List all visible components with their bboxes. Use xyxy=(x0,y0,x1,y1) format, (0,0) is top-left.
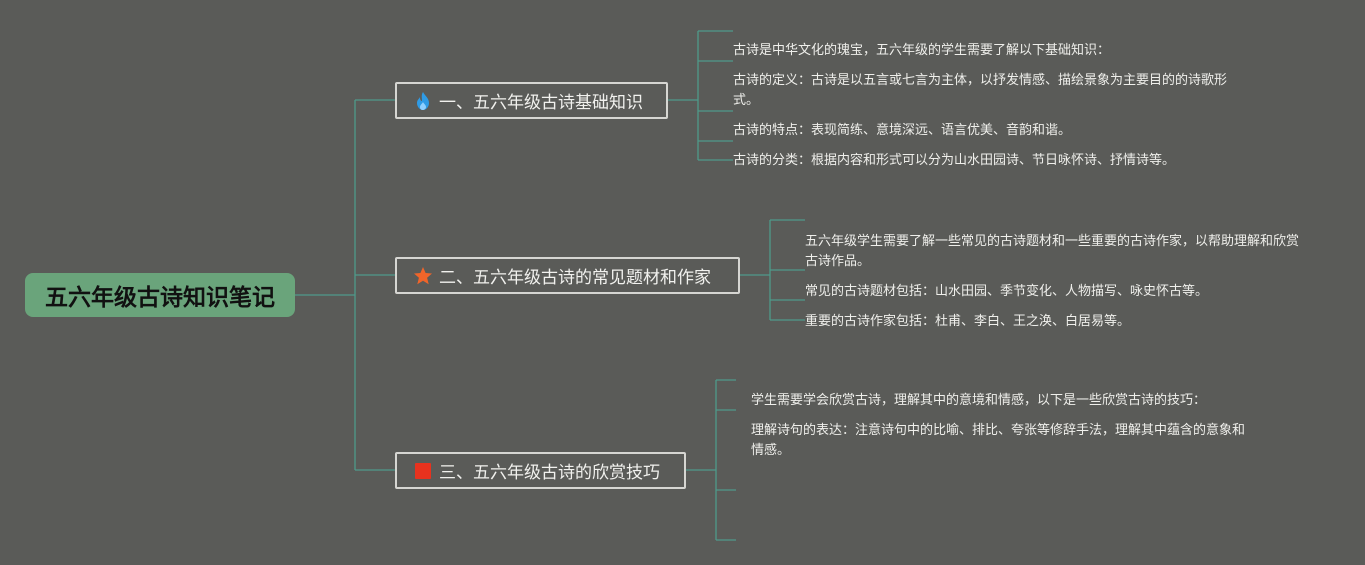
leaf-item[interactable]: 理解诗句的表达：注意诗句中的比喻、排比、夸张等修辞手法，理解其中蕴含的意象和情感… xyxy=(751,423,1246,458)
leaf-item[interactable]: 古诗的定义：古诗是以五言或七言为主体，以抒发情感、描绘景象为主要目的的诗歌形式。 xyxy=(733,73,1228,108)
leaf-item[interactable]: 五六年级学生需要了解一些常见的古诗题材和一些重要的古诗作家，以帮助理解和欣赏古诗… xyxy=(805,234,1300,269)
branch-title: 一、五六年级古诗基础知识 xyxy=(439,93,643,113)
leaf-item[interactable]: 学生需要学会欣赏古诗，理解其中的意境和情感，以下是一些欣赏古诗的技巧： xyxy=(751,393,1207,408)
branch-title: 三、五六年级古诗的欣赏技巧 xyxy=(439,463,660,483)
root-node[interactable]: 五六年级古诗知识笔记 xyxy=(25,273,295,317)
leaf-item[interactable]: 古诗的特点：表现简练、意境深远、语言优美、音韵和谐。 xyxy=(733,123,1072,138)
leaf-item[interactable]: 古诗的分类：根据内容和形式可以分为山水田园诗、节日咏怀诗、抒情诗等。 xyxy=(733,153,1176,168)
star-icon xyxy=(413,266,433,286)
branch-node-basics[interactable]: 一、五六年级古诗基础知识 xyxy=(395,82,668,119)
leaf-item[interactable]: 古诗是中华文化的瑰宝，五六年级的学生需要了解以下基础知识： xyxy=(733,43,1111,58)
leaf-item[interactable]: 重要的古诗作家包括：杜甫、李白、王之涣、白居易等。 xyxy=(805,314,1131,329)
fire-icon xyxy=(413,91,433,111)
leaf-item[interactable]: 常见的古诗题材包括：山水田园、季节变化、人物描写、咏史怀古等。 xyxy=(805,284,1209,299)
branch-node-themes-authors[interactable]: 二、五六年级古诗的常见题材和作家 xyxy=(395,257,740,294)
branch-title: 二、五六年级古诗的常见题材和作家 xyxy=(439,268,711,288)
root-title: 五六年级古诗知识笔记 xyxy=(45,285,275,311)
red-square-icon xyxy=(413,461,433,481)
branch-node-appreciation[interactable]: 三、五六年级古诗的欣赏技巧 xyxy=(395,452,686,489)
